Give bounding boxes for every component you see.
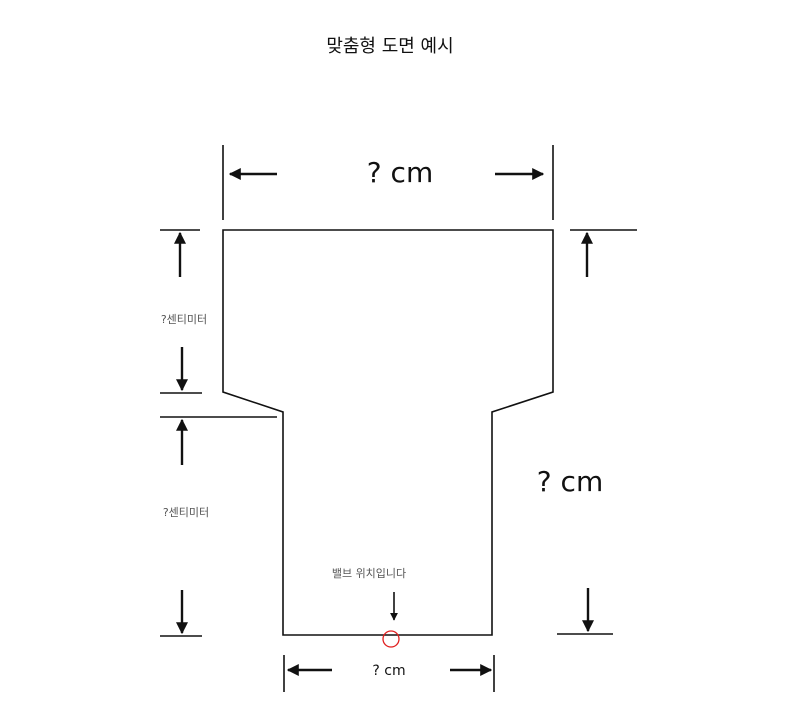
lower-height-label: ?센티미터 — [163, 506, 209, 519]
total-height-label: ? cm — [537, 465, 603, 498]
upper-height-label: ?센티미터 — [161, 313, 207, 326]
shape-outline — [222, 229, 554, 636]
top-width-label: ? cm — [367, 156, 433, 189]
valve-position-label: 밸브 위치입니다 — [332, 567, 406, 580]
valve-marker — [382, 630, 400, 648]
bottom-width-label: ? cm — [372, 663, 405, 679]
diagram-title: 맞춤형 도면 예시 — [326, 36, 453, 57]
